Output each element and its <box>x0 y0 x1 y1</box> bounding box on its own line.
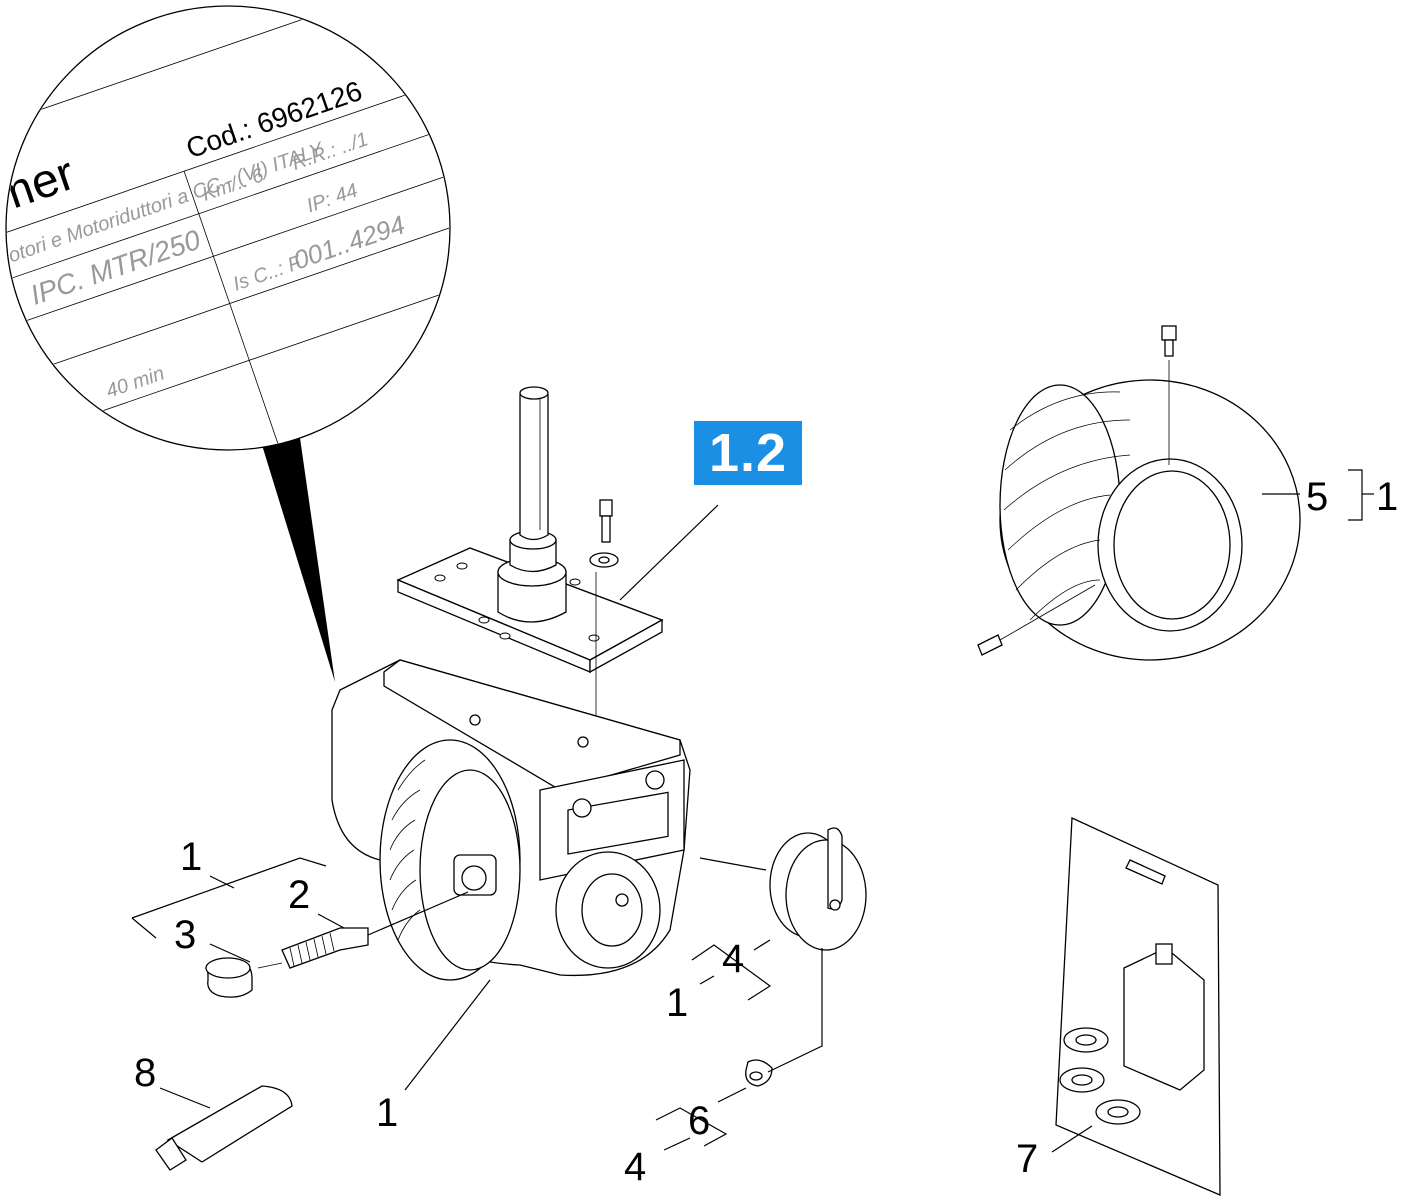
callout-3: 3 <box>174 913 196 957</box>
grease-tube <box>155 1085 293 1171</box>
callout-2: 2 <box>288 873 310 917</box>
reference-badge[interactable]: 1.2 <box>694 421 802 485</box>
mounting-plate-assembly <box>396 386 719 742</box>
callout-8: 8 <box>134 1051 156 1095</box>
callout-1-right: 1 <box>1376 475 1398 519</box>
hub-cover <box>699 827 867 1087</box>
cap-and-spring <box>205 891 469 998</box>
callout-7: 7 <box>1016 1137 1038 1181</box>
callout-4-mid: 4 <box>722 937 744 981</box>
callout-labels: 1 2 3 8 1 4 1 6 4 7 5 1 <box>134 475 1398 1189</box>
callout-1-bottom: 1 <box>376 1091 398 1135</box>
callout-5: 5 <box>1306 475 1328 519</box>
drive-wheel-motor <box>331 659 691 981</box>
callout-1-mid: 1 <box>666 981 688 1025</box>
leader-lines <box>131 857 772 1151</box>
seal-kit-bag <box>1051 817 1221 1196</box>
callout-1-top: 1 <box>180 835 202 879</box>
magnifier-pointer <box>262 438 335 682</box>
callout-6: 6 <box>688 1099 710 1143</box>
spare-wheel <box>977 325 1374 661</box>
callout-4-bottom: 4 <box>624 1145 646 1189</box>
